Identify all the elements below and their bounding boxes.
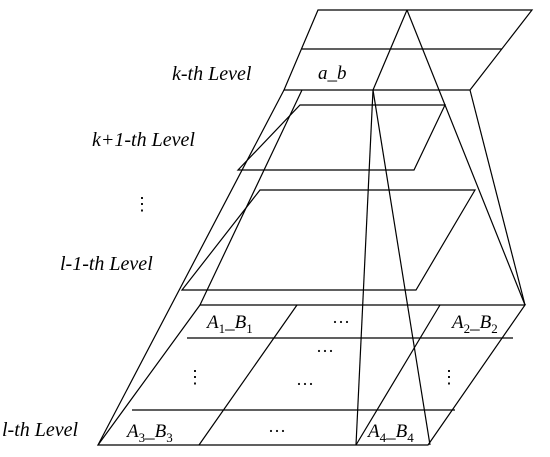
- cell-a1-b1: A1_B1: [205, 312, 253, 336]
- cell-a4-b4: A4_B4: [366, 421, 414, 445]
- level-vdots: ⋮: [133, 194, 151, 214]
- cell-a2-b2: A2_B2: [450, 312, 498, 336]
- ellipsis-middle-2: ···: [296, 374, 314, 394]
- vellipsis-right: ⋮: [440, 367, 458, 387]
- level-lm1-plane: [180, 189, 477, 291]
- cell-a3-b3: A3_B3: [125, 421, 173, 445]
- vellipsis-left: ⋮: [186, 367, 204, 387]
- ellipsis-middle-1: ···: [316, 341, 334, 361]
- bottom-grid: [96, 304, 527, 446]
- level-lm1-label: l-1-th Level: [60, 253, 153, 275]
- ellipsis-bottom-row: ···: [268, 421, 286, 441]
- level-l-label: l-th Level: [2, 419, 79, 441]
- level-k1-plane: [236, 104, 446, 171]
- frustum-edges: [97, 9, 526, 446]
- level-k1-label: k+1-th Level: [92, 129, 195, 151]
- level-k-label: k-th Level: [172, 63, 252, 85]
- ellipsis-top-row: ···: [332, 312, 350, 332]
- top-cell-label: a_b: [318, 63, 347, 84]
